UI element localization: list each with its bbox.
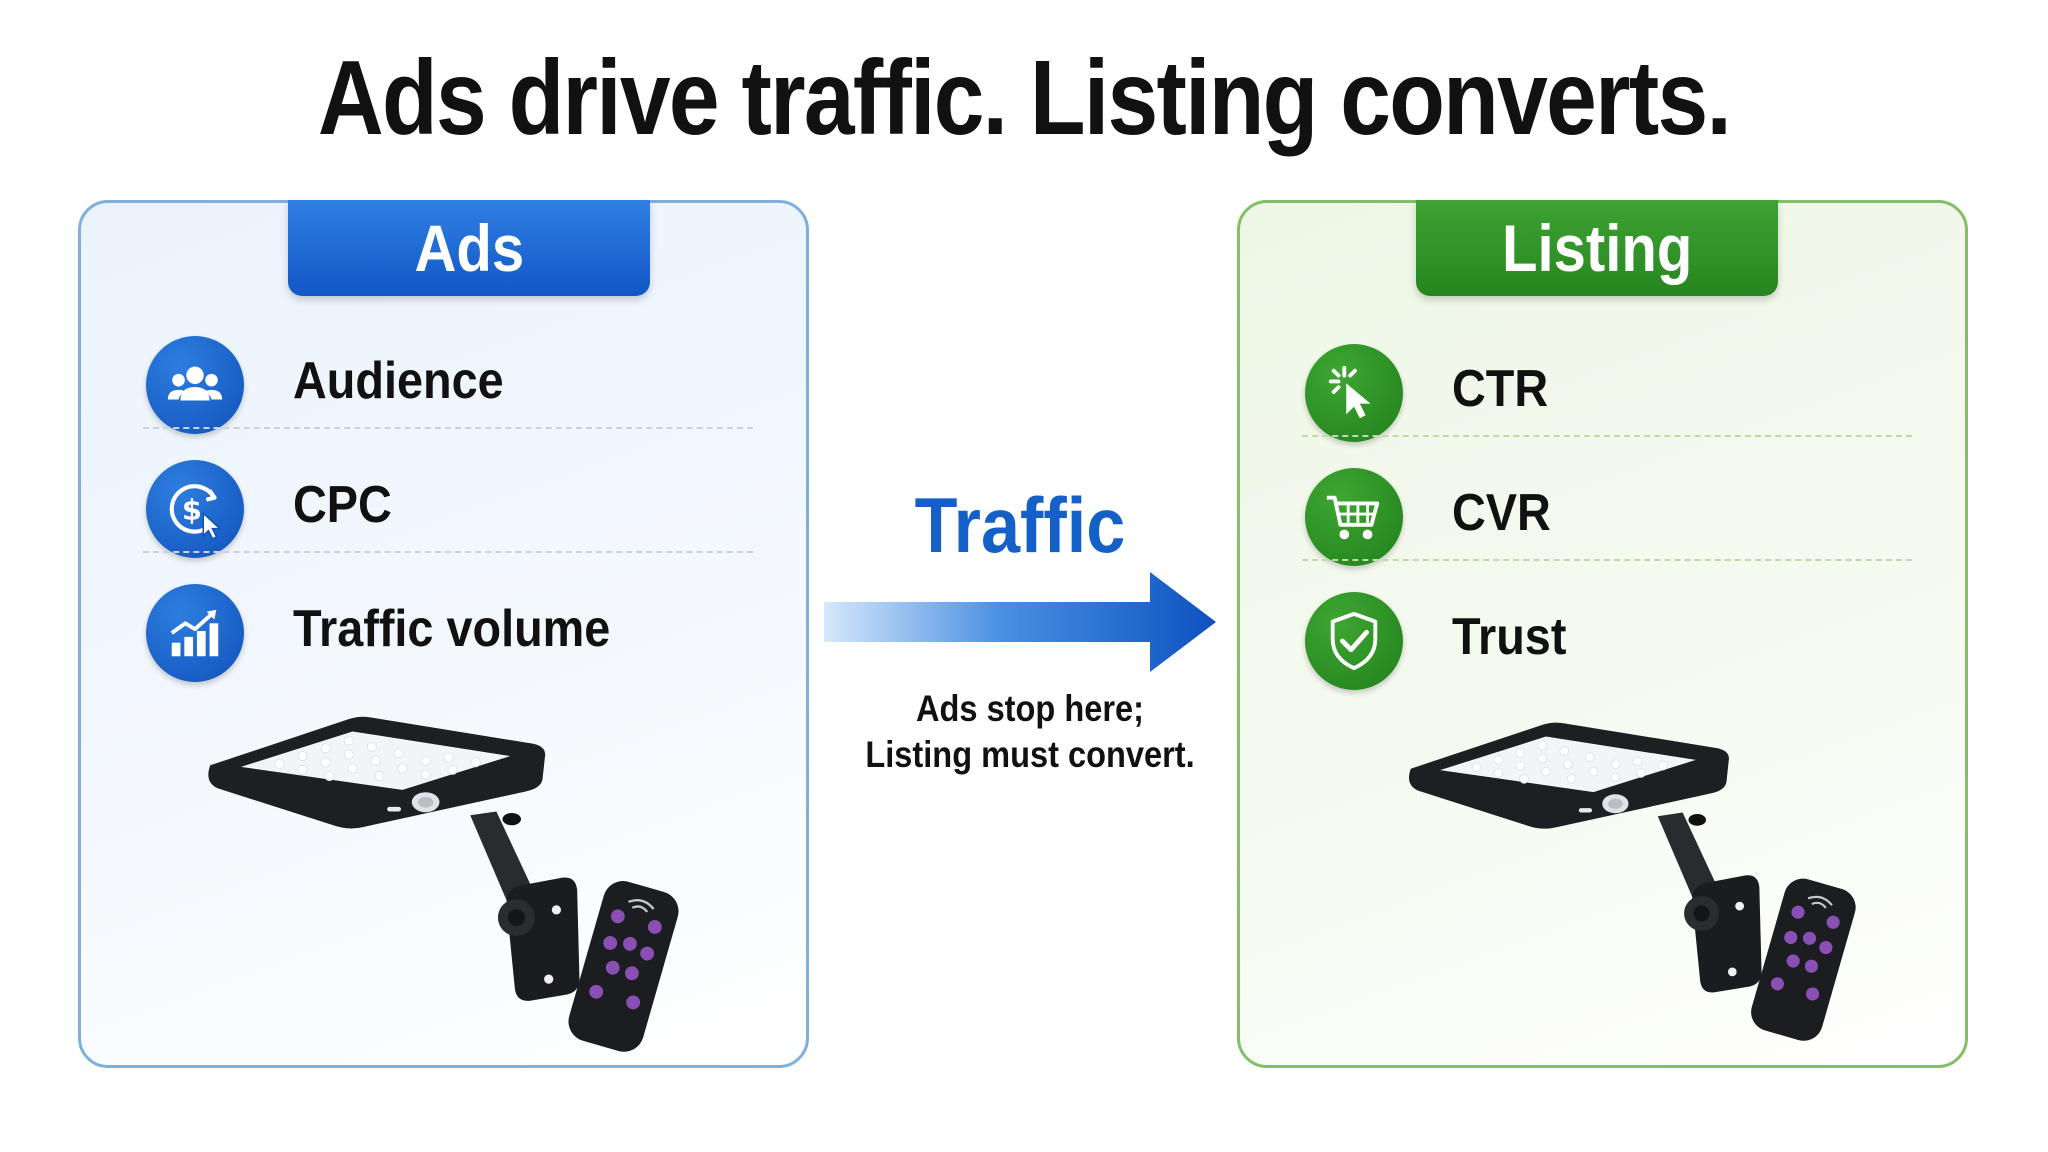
listing-item-label: Trust: [1452, 608, 1567, 666]
ads-panel-tab: Ads: [288, 200, 650, 296]
divider: [143, 427, 753, 429]
divider: [1302, 559, 1912, 561]
listing-panel: Listing CTR: [1237, 200, 1968, 1068]
ads-panel: Ads Audience $: [78, 200, 809, 1068]
ads-item-traffic-volume: Traffic volume: [81, 567, 806, 691]
svg-text:$: $: [182, 492, 202, 526]
solar-light-product-image: [1407, 721, 1862, 1047]
ads-item-label: Audience: [293, 352, 504, 410]
flow-note: Ads stop here; Listing must convert.: [854, 686, 1206, 778]
listing-item-cvr: CVR: [1240, 451, 1965, 575]
ads-item-label: Traffic volume: [293, 600, 611, 658]
traffic-label: Traffic: [914, 481, 1126, 569]
growth-chart-icon: [146, 584, 244, 682]
flow-note-line-1: Ads stop here;: [916, 688, 1144, 729]
ads-item-cpc: $ CPC: [81, 443, 806, 567]
listing-item-trust: Trust: [1240, 575, 1965, 699]
divider: [143, 551, 753, 553]
ads-panel-title: Ads: [414, 211, 524, 285]
shield-check-icon: [1305, 592, 1403, 690]
shopping-cart-icon: [1305, 468, 1403, 566]
listing-panel-tab: Listing: [1416, 200, 1778, 296]
flow-note-line-2: Listing must convert.: [865, 734, 1195, 775]
listing-item-label: CVR: [1452, 484, 1551, 542]
ads-item-audience: Audience: [81, 319, 806, 443]
solar-light-product-image: [207, 715, 685, 1058]
ads-item-label: CPC: [293, 476, 392, 534]
listing-item-ctr: CTR: [1240, 327, 1965, 451]
audience-icon: [146, 336, 244, 434]
dollar-click-icon: $: [146, 460, 244, 558]
listing-item-label: CTR: [1452, 360, 1549, 418]
listing-panel-title: Listing: [1501, 211, 1693, 285]
headline: Ads drive traffic. Listing converts.: [317, 39, 1732, 157]
click-cursor-icon: [1305, 344, 1403, 442]
right-arrow-icon: [824, 572, 1216, 672]
divider: [1302, 435, 1912, 437]
